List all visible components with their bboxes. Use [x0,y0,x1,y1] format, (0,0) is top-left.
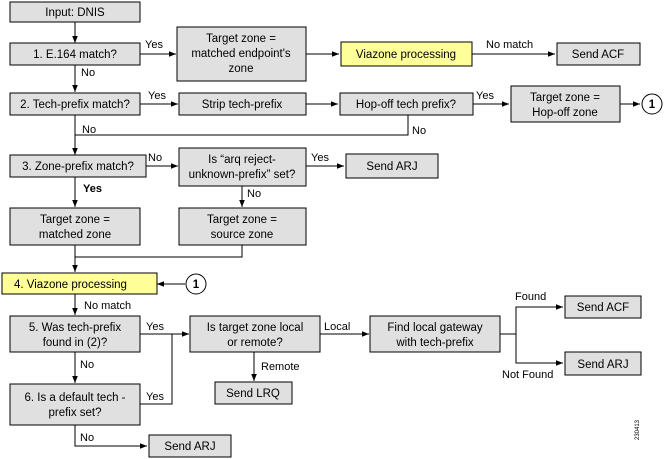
strip-label: Strip tech-prefix [202,99,283,111]
label-was-yes: Yes [146,321,164,333]
label-arq-no: No [247,188,261,200]
target-source-line-2: source zone [211,229,274,241]
label-hopoff-no: No [412,125,426,137]
edge-hopoff-no [75,115,409,136]
edge-default-no [74,425,147,449]
figure-id: 230413 [635,419,641,440]
label-was-no: No [80,359,94,371]
send-lrq-label: Send LRQ [226,388,280,400]
input-label: Input: DNIS [45,7,105,19]
send-acf-label-1: Send ACF [572,49,624,61]
label-e164-yes: Yes [145,39,163,51]
connector-1-in: 1 [185,273,207,295]
arq-line-2: unknown-prefix” set? [189,169,296,181]
arq-line-1: Is “arq reject- [208,154,276,166]
label-zone-yes: Yes [83,183,102,195]
zone-prefix-match-box: 3. Zone-prefix match? [9,154,147,178]
target-source-line-1: Target zone = [207,214,277,226]
target-hopoff-zone-box: Target zone = Hop-off zone [510,85,621,123]
send-arj-label-1: Send ARJ [366,161,417,173]
send-arj-box-2: Send ARJ [564,351,642,376]
target-endpoint-line-2: matched endpoint's [191,48,291,60]
send-arj-label-3: Send ARJ [164,441,215,453]
find-gw-line-1: Find local gateway [387,322,482,334]
label-viazone-nomatch: No match [486,39,533,51]
input-box: Input: DNIS [9,1,141,23]
was-tech-line-1: 5. Was tech-prefix [29,322,121,334]
target-hopoff-line-1: Target zone = [530,92,600,104]
viazone-processing-box: Viazone processing [340,41,473,67]
send-arj-label-2: Send ARJ [577,359,628,371]
local-remote-box: Is target zone local or remote? [189,315,321,353]
target-matched-line-2: matched zone [39,229,111,241]
hopoff-label: Hop-off tech prefix? [356,99,456,111]
label-hopoff-yes: Yes [476,90,494,102]
label-found: Found [515,291,546,303]
local-remote-line-1: Is target zone local [207,322,304,334]
target-matched-zone-box: Target zone = matched zone [9,207,141,246]
default-tech-line-2: prefix set? [48,407,101,419]
send-arj-box-1: Send ARJ [345,153,439,179]
connector-1-out-label: 1 [649,99,656,111]
label-zone-no: No [148,152,162,164]
label-default-no: No [80,432,94,444]
label-not-found: Not Found [502,369,553,381]
e164-label: 1. E.164 match? [33,49,117,61]
strip-tech-prefix-box: Strip tech-prefix [178,92,307,116]
hopoff-tech-prefix-box: Hop-off tech prefix? [339,92,474,116]
label-arq-yes: Yes [311,152,329,164]
edge-default-yes [140,334,173,405]
send-acf-box-1: Send ACF [556,42,641,66]
tech-prefix-match-box: 2. Tech-prefix match? [9,92,141,116]
default-tech-line-1: 6. Is a default tech - [24,392,125,404]
viazone-label: Viazone processing [356,49,456,61]
default-tech-prefix-box: 6. Is a default tech - prefix set? [9,383,141,426]
edge-found [500,304,563,335]
local-remote-line-2: or remote? [227,337,283,349]
connectors [72,22,640,449]
label-e164-no: No [81,67,95,79]
target-matched-line-1: Target zone = [40,214,110,226]
was-tech-line-2: found in (2)? [43,337,108,349]
edge-source-merge [75,245,243,258]
target-endpoint-line-3: zone [229,63,254,75]
send-acf-box-2: Send ACF [564,295,642,319]
target-endpoint-zone-box: Target zone = matched endpoint's zone [176,26,307,82]
viazone-processing-4-box: 4. Viazone processing [1,272,158,295]
target-hopoff-line-2: Hop-off zone [532,107,598,119]
was-tech-prefix-box: 5. Was tech-prefix found in (2)? [9,315,141,353]
target-source-zone-box: Target zone = source zone [178,207,307,246]
find-local-gateway-box: Find local gateway with tech-prefix [369,315,501,353]
label-viazone4-nomatch: No match [84,300,131,312]
edge-labels: Yes No No match Yes Yes No No No Yes No … [80,39,553,444]
target-endpoint-line-1: Target zone = [206,33,276,45]
connector-1-out: 1 [641,93,663,115]
send-acf-label-2: Send ACF [577,302,629,314]
send-lrq-box: Send LRQ [214,381,293,405]
find-gw-line-2: with tech-prefix [395,337,474,349]
label-remote: Remote [261,361,300,373]
e164-match-box: 1. E.164 match? [9,42,141,66]
arq-reject-box: Is “arq reject- unknown-prefix” set? [178,147,307,187]
edge-not-found [515,334,563,366]
tech-prefix-label: 2. Tech-prefix match? [20,99,130,111]
connector-1-in-label: 1 [193,279,200,291]
send-arj-box-3: Send ARJ [148,434,232,458]
label-tech-no: No [82,124,96,136]
zone-prefix-label: 3. Zone-prefix match? [22,161,134,173]
label-tech-yes: Yes [148,90,166,102]
label-default-yes: Yes [146,391,164,403]
viazone4-label: 4. Viazone processing [14,279,127,291]
label-local: Local [324,321,350,333]
